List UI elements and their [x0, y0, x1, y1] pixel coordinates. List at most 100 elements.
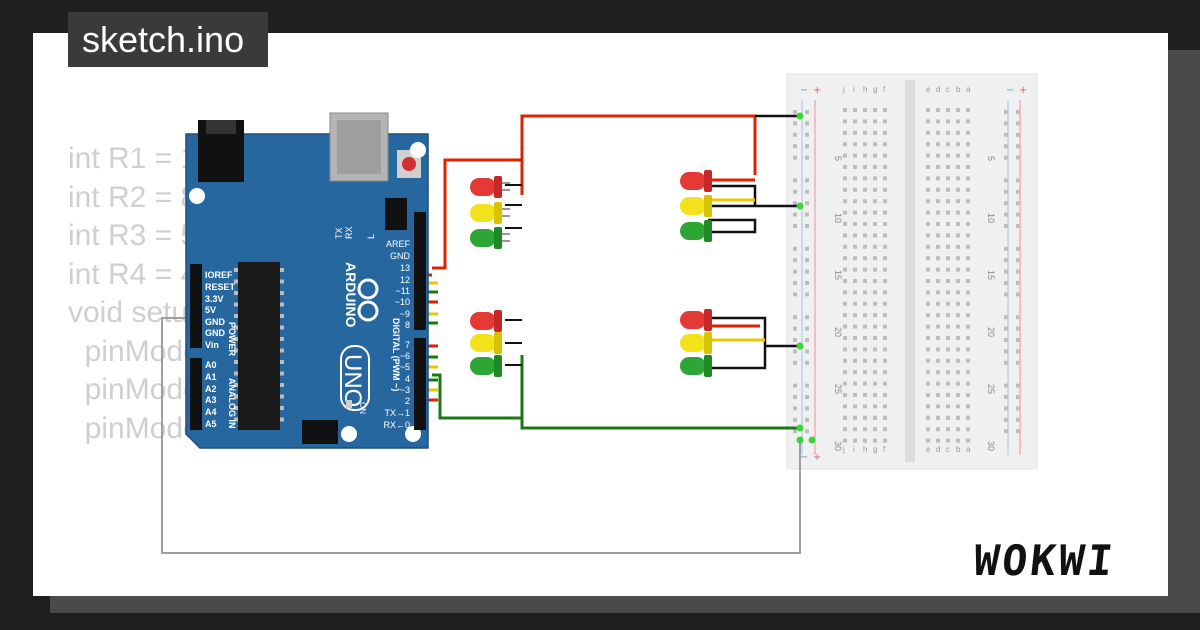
- pin-label: ~5: [400, 362, 410, 372]
- sketch-title: sketch.ino: [68, 12, 269, 67]
- led-group-bottom-right[interactable]: [680, 309, 712, 377]
- svg-text:+: +: [813, 85, 821, 96]
- pin-label: A0: [205, 360, 217, 370]
- pin-label: A4: [205, 407, 217, 417]
- wires[interactable]: [161, 112, 816, 554]
- breadboard-row-number: 20: [986, 327, 996, 337]
- led-group-bottom-left[interactable]: [470, 310, 502, 377]
- breadboard-column-letter: g: [873, 85, 877, 94]
- pin-label: 7: [405, 340, 410, 350]
- uno-text: UNO: [339, 354, 366, 407]
- on-led-label: ON: [358, 402, 367, 414]
- breadboard-column-letter: e: [926, 85, 931, 94]
- analog-in-label: ANALOG IN: [227, 378, 237, 429]
- breadboard-column-letter: f: [883, 445, 886, 454]
- breadboard-row-number: 30: [833, 441, 843, 451]
- pin-label: 3.3V: [205, 294, 224, 304]
- pin-label: RESET: [205, 282, 236, 292]
- pin-label: 5V: [205, 305, 216, 315]
- pin-label: ~3: [400, 385, 410, 395]
- pin-label: Vin: [205, 340, 219, 350]
- microcontroller-chip: [238, 262, 280, 430]
- svg-text:−: −: [800, 452, 808, 463]
- pin-label: IOREF: [205, 270, 233, 280]
- pin-label: AREF: [386, 239, 411, 249]
- mount-hole: [341, 426, 357, 442]
- yellow-led[interactable]: [680, 332, 712, 354]
- arduino-uno-board[interactable]: ARDUINO UNO POWER ANALOG IN DIGITAL (PWM…: [185, 112, 429, 449]
- mount-hole: [189, 188, 205, 204]
- breadboard-column-letter: f: [883, 85, 886, 94]
- breadboard-row-number: 15: [986, 270, 996, 280]
- pin-label: A5: [205, 419, 217, 429]
- breadboard-row-number: 25: [986, 384, 996, 394]
- pin-label: GND: [205, 328, 226, 338]
- red-led[interactable]: [470, 310, 502, 332]
- red-led[interactable]: [680, 309, 712, 331]
- pin-label: 8: [405, 320, 410, 330]
- breadboard-column-letter: h: [863, 85, 867, 94]
- breadboard-column-letter: d: [936, 85, 940, 94]
- pin-label: GND: [205, 317, 226, 327]
- pin-label: 12: [400, 275, 410, 285]
- svg-text:−: −: [800, 85, 808, 96]
- breadboard-column-letter: e: [926, 445, 931, 454]
- red-led[interactable]: [470, 176, 510, 198]
- green-led[interactable]: [680, 355, 712, 377]
- breadboard-row-number: 15: [833, 270, 843, 280]
- green-led[interactable]: [470, 227, 510, 249]
- svg-text:+: +: [813, 452, 821, 463]
- yellow-led[interactable]: [470, 202, 510, 224]
- tx-led-label: TX: [334, 227, 344, 239]
- pin-label: TX→1: [384, 408, 410, 418]
- power-header[interactable]: [190, 264, 202, 348]
- breadboard-column-letter: j: [842, 85, 845, 94]
- led-group-top-left[interactable]: [470, 176, 510, 249]
- digital-header-low[interactable]: [414, 338, 426, 430]
- yellow-led[interactable]: [470, 332, 502, 354]
- pin-label: GND: [390, 251, 411, 261]
- breadboard-column-letter: i: [853, 85, 855, 94]
- breadboard-row-number: 10: [833, 213, 843, 223]
- digital-label: DIGITAL (PWM ~): [391, 318, 401, 391]
- green-led[interactable]: [470, 355, 502, 377]
- digital-header-high[interactable]: [414, 212, 426, 330]
- breadboard-holes: [793, 108, 1020, 443]
- pin-label: ~10: [395, 297, 410, 307]
- breadboard-column-letter: d: [936, 445, 940, 454]
- pin-label: ~6: [400, 351, 410, 361]
- green-led[interactable]: [680, 220, 712, 242]
- breadboard-column-letter: b: [956, 85, 961, 94]
- red-led[interactable]: [680, 170, 712, 192]
- breadboard-column-letter: j: [842, 445, 845, 454]
- l-led-label: L: [366, 234, 376, 239]
- breadboard-row-number: 20: [833, 327, 843, 337]
- breadboard-column-letter: a: [966, 445, 971, 454]
- breadboard-column-letter: c: [946, 445, 950, 454]
- breadboard-row-number: 10: [986, 213, 996, 223]
- led-group-top-right[interactable]: [680, 170, 712, 242]
- svg-text:−: −: [1006, 85, 1014, 96]
- svg-text:+: +: [1019, 85, 1027, 96]
- rx-led-label: RX: [344, 226, 354, 239]
- pin-label: A1: [205, 372, 217, 382]
- yellow-led[interactable]: [680, 195, 712, 217]
- analog-header[interactable]: [190, 358, 202, 430]
- breadboard-column-letter: i: [853, 445, 855, 454]
- arduino-logo-icon: ARDUINO: [343, 262, 379, 327]
- wokwi-logo: WOKWI: [971, 536, 1119, 585]
- uno-badge: UNO: [339, 345, 370, 411]
- mount-hole: [410, 142, 426, 158]
- breadboard-row-number: 30: [986, 441, 996, 451]
- pin-label: RX←0: [383, 420, 410, 430]
- breadboard-column-letter: b: [956, 445, 961, 454]
- pin-label: ~11: [395, 286, 410, 296]
- breadboard-column-letter: c: [946, 85, 950, 94]
- breadboard-row-number: 5: [986, 156, 996, 161]
- pin-label: 2: [405, 396, 410, 406]
- pin-label: A3: [205, 395, 217, 405]
- breadboard-column-letter: g: [873, 445, 877, 454]
- pin-label: 4: [405, 374, 410, 384]
